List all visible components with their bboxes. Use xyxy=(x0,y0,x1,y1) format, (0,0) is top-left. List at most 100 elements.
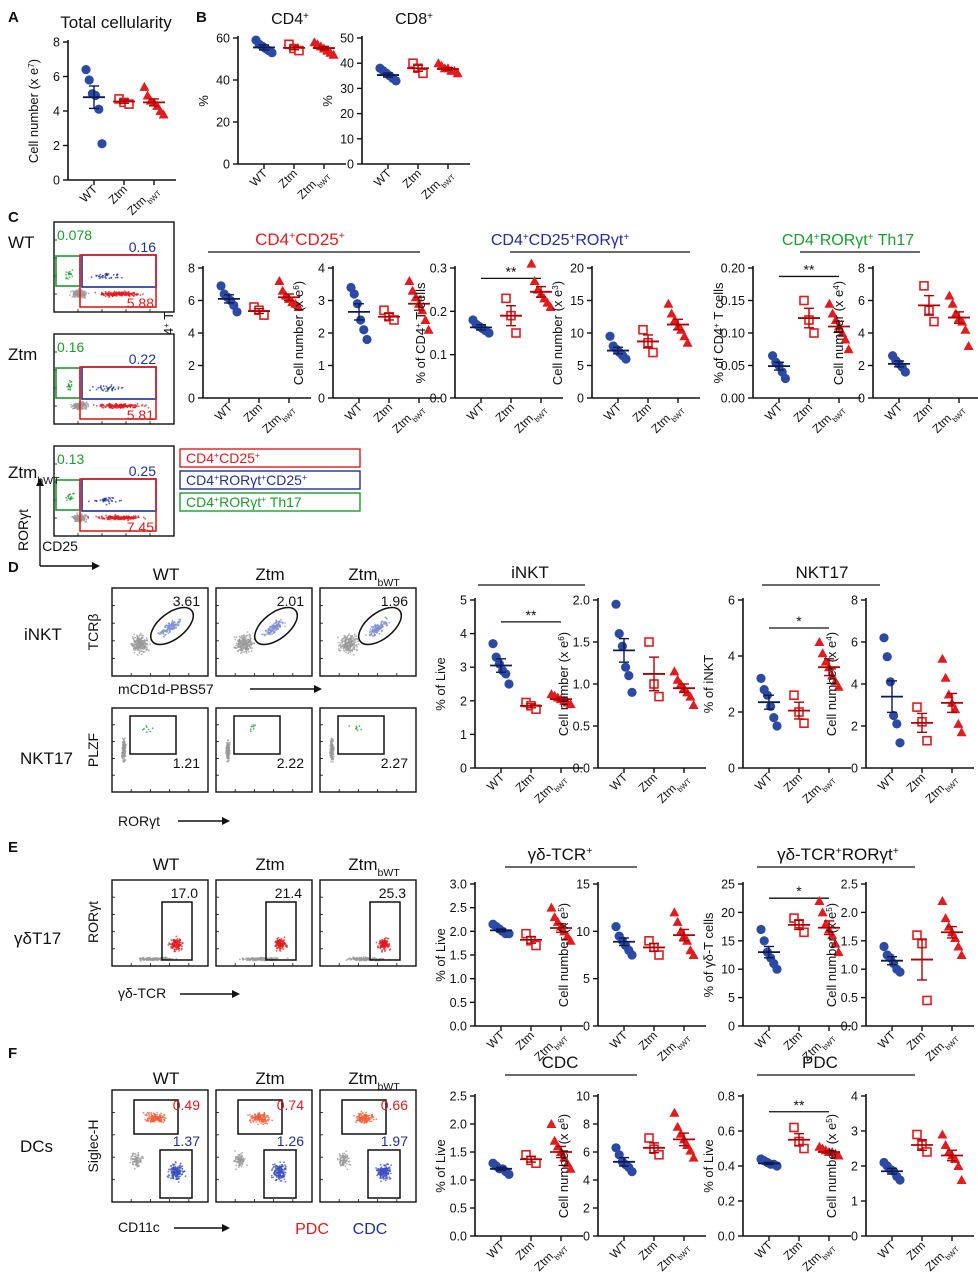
data-point-ztm xyxy=(799,718,809,729)
event-dot xyxy=(181,945,183,948)
event-dot xyxy=(69,291,72,293)
event-dot xyxy=(107,515,110,518)
event-dot xyxy=(72,293,75,296)
data-point-wt xyxy=(362,334,372,345)
text-run: Cell number (x e xyxy=(831,290,846,385)
y-tick-label: 0.5 xyxy=(841,991,858,1005)
event-dot xyxy=(163,635,165,638)
text-run: WT xyxy=(8,233,34,252)
data-point-ztm xyxy=(654,1150,664,1160)
superscript: + xyxy=(414,323,423,328)
event-dot xyxy=(65,499,68,502)
chart-title: CD8+ xyxy=(395,11,433,29)
event-dot xyxy=(272,623,275,626)
event-dot xyxy=(357,640,359,643)
event-dot xyxy=(139,960,142,962)
event-dot xyxy=(119,405,122,408)
y-tick-label: 0.0 xyxy=(573,762,590,776)
x-tick-label-wt: WT xyxy=(247,166,271,190)
event-dot xyxy=(385,622,388,625)
event-dot xyxy=(344,635,347,637)
event-dot xyxy=(254,958,257,961)
event-dot xyxy=(225,752,228,754)
event-dot xyxy=(133,648,135,651)
y-tick-label: 2.0 xyxy=(573,594,590,608)
subscript: bWT xyxy=(950,406,968,424)
data-point-ztm xyxy=(648,347,658,358)
text-run: E xyxy=(8,839,18,856)
data-point-ztm xyxy=(789,913,799,923)
event-dot xyxy=(115,292,117,295)
y-tick-label: 15 xyxy=(576,878,590,892)
data-point-ztmbwt xyxy=(833,681,844,691)
x-tick-label-ztmb: ZtmbWT xyxy=(800,770,838,808)
text-run: Ztm xyxy=(810,411,835,436)
y-tick-label: 0 xyxy=(851,762,858,776)
text-run: T cells xyxy=(711,282,726,323)
event-dot xyxy=(167,632,170,634)
event-dot xyxy=(377,624,379,627)
y-tick-label: 0.0 xyxy=(718,1230,735,1244)
x-tick-label-ztm: Ztm xyxy=(513,1238,538,1263)
event-dot xyxy=(75,291,77,293)
data-point-ztmbwt xyxy=(663,298,674,308)
data-point-ztmbwt xyxy=(328,49,339,59)
significance-stars: * xyxy=(796,613,802,629)
y-tick-label: 6 xyxy=(583,1146,590,1160)
text-run: WT xyxy=(212,400,236,424)
text-run: Cell number (x e xyxy=(824,912,839,1007)
event-dot xyxy=(240,649,243,652)
text-run: Cell number (x e xyxy=(824,641,839,736)
text-run: Ztm xyxy=(513,1028,538,1053)
event-dot xyxy=(275,940,277,943)
x-tick-label-ztm: Ztm xyxy=(371,400,396,425)
event-dot xyxy=(248,633,251,636)
event-dot xyxy=(97,386,100,389)
event-dot xyxy=(137,515,140,517)
data-point-wt xyxy=(81,65,91,75)
text-run: RORγt xyxy=(118,813,160,829)
text-run: ) xyxy=(824,903,839,907)
text-run: Ztm xyxy=(930,411,955,436)
data-point-ztmbwt xyxy=(827,308,838,318)
event-dot xyxy=(132,291,135,294)
event-dot xyxy=(281,621,284,624)
event-dot xyxy=(77,517,79,519)
event-dot xyxy=(175,948,178,951)
event-dot xyxy=(133,651,136,654)
event-dot xyxy=(371,627,374,629)
data-point-ztmbwt xyxy=(672,916,683,926)
event-dot xyxy=(245,650,247,653)
data-point-wt xyxy=(501,669,511,679)
data-point-wt xyxy=(216,281,226,291)
event-dot xyxy=(337,636,339,639)
event-dot xyxy=(108,294,111,297)
event-dot xyxy=(166,624,169,627)
text-run: Ztm xyxy=(371,400,396,425)
event-dot xyxy=(74,520,77,523)
data-point-ztmbwt xyxy=(833,947,844,957)
text-run: Ztm xyxy=(8,345,37,364)
y-tick-label: 0 xyxy=(858,392,865,406)
event-dot xyxy=(378,632,381,635)
y-axis-label: Cell number (x e5) xyxy=(824,1114,839,1218)
data-point-wt xyxy=(605,331,615,341)
data-point-ztmbwt xyxy=(565,1163,576,1173)
data-point-ztmbwt xyxy=(830,676,841,686)
data-point-wt xyxy=(504,929,514,939)
x-tick-label-wt: WT xyxy=(212,400,236,424)
text-run: WT xyxy=(882,400,906,424)
subscript: bWT xyxy=(145,188,163,206)
text-run: Ztm xyxy=(295,177,320,202)
event-dot xyxy=(284,622,286,624)
significance-stars: * xyxy=(796,883,802,899)
y-tick-label: 8 xyxy=(53,36,60,50)
data-point-ztmbwt xyxy=(840,334,851,344)
column-label: Ztm xyxy=(255,565,284,584)
text-run: Ztm xyxy=(923,1249,948,1272)
subscript: bWT xyxy=(675,1244,693,1262)
event-dot xyxy=(105,277,107,280)
